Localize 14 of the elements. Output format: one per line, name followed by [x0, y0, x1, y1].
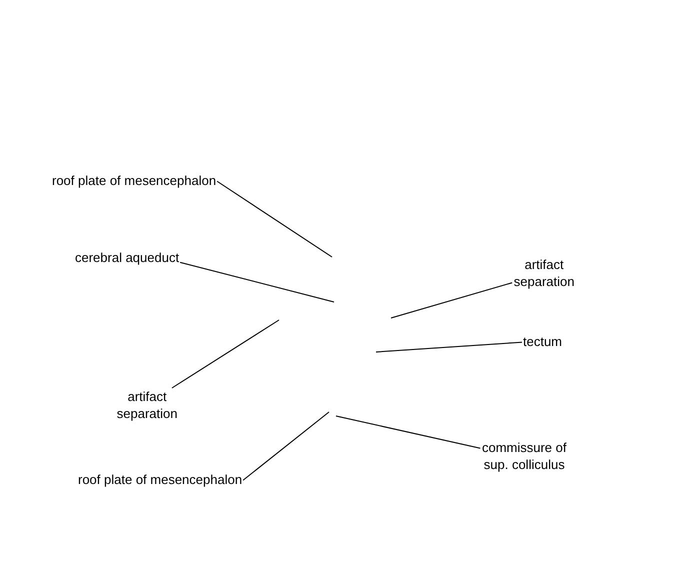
structure-label: commissure of sup. colliculus: [481, 440, 568, 473]
leader-line: [216, 180, 332, 258]
leader-line: [376, 342, 522, 352]
structure-label: roof plate of mesencephalon: [78, 472, 242, 488]
leader-line: [336, 416, 481, 449]
leader-line: [180, 262, 334, 302]
structure-label: artifact separation: [513, 257, 576, 290]
structure-label: artifact separation: [116, 389, 178, 422]
structure-label: tectum: [523, 334, 562, 350]
leader-line: [390, 282, 513, 318]
structure-label: cerebral aqueduct: [75, 250, 180, 266]
leader-line: [171, 320, 280, 388]
leader-line: [242, 412, 330, 481]
structure-label: roof plate of mesencephalon: [52, 173, 216, 190]
